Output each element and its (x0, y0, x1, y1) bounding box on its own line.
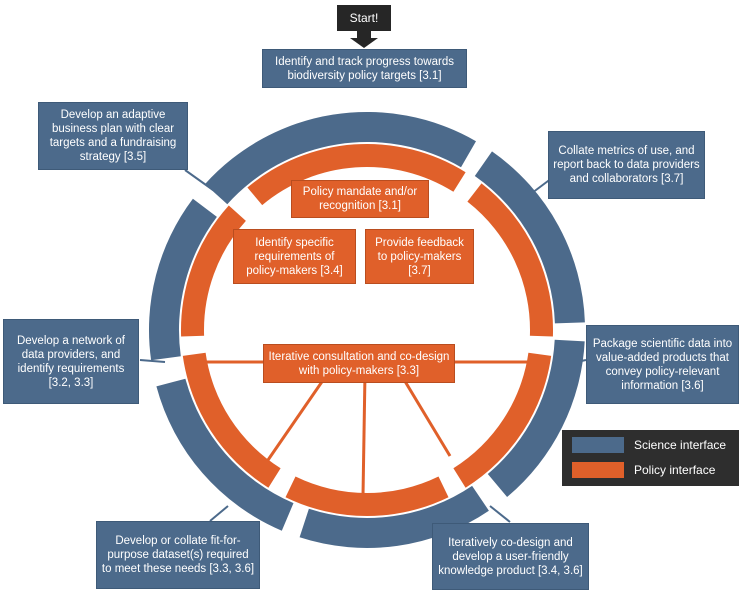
step-policy-mandate-text: Policy mandate and/or recognition [3.1] (302, 186, 418, 212)
legend-science: Science interface (572, 437, 726, 453)
legend-science-label: Science interface (634, 438, 727, 452)
connector-3-4-3-6 (489, 505, 511, 523)
step-track-progress: Identify and track progress towards biod… (262, 49, 467, 88)
step-data-network: Develop a network of data providers, and… (3, 319, 139, 404)
step-collate-metrics-text: Collate metrics of use, and report back … (553, 145, 700, 185)
step-collate-datasets-text: Develop or collate fit-for-purpose datas… (101, 535, 255, 575)
legend: Science interface Policy interface (562, 430, 739, 486)
step-business-plan: Develop an adaptive business plan with c… (38, 102, 188, 170)
science-ring-segment (156, 378, 294, 531)
policy-ring (180, 143, 554, 517)
legend-policy-label: Policy interface (634, 463, 716, 477)
step-identify-requirements: Identify specific requirements of policy… (233, 229, 356, 284)
science-ring-segment (205, 111, 476, 205)
step-provide-feedback-text: Provide feedback to policy-makers [3.7] (375, 236, 464, 277)
policy-ring-segment (182, 352, 281, 488)
start-arrow (350, 31, 378, 48)
spoke-down-mid (361, 372, 367, 497)
spoke-down-right (398, 372, 452, 457)
policy-ring-segment (285, 476, 449, 517)
policy-ring-segment (180, 205, 246, 337)
step-policy-mandate: Policy mandate and/or recognition [3.1] (291, 180, 429, 218)
step-package-data: Package scientific data into value-added… (586, 325, 739, 404)
step-knowledge-product-text: Iteratively co-design and develop a user… (438, 536, 583, 577)
connector-3-3-3-6 (209, 505, 229, 522)
step-identify-requirements-text: Identify specific requirements of policy… (246, 236, 343, 277)
policy-ring-segment (467, 183, 554, 337)
policy-ring-segment (453, 352, 552, 488)
step-consultation: Iterative consultation and co-design wit… (263, 344, 455, 383)
step-collate-datasets: Develop or collate fit-for-purpose datas… (96, 521, 260, 589)
spoke-down-left (266, 372, 330, 461)
legend-policy: Policy interface (572, 462, 715, 478)
science-ring (148, 111, 585, 548)
step-collate-metrics: Collate metrics of use, and report back … (548, 131, 705, 199)
policy-ring-segment (247, 143, 466, 206)
step-provide-feedback: Provide feedback to policy-makers [3.7] (365, 229, 474, 284)
step-package-data-text: Package scientific data into value-added… (592, 337, 733, 392)
step-track-progress-text: Identify and track progress towards biod… (275, 55, 454, 82)
legend-policy-swatch (572, 462, 624, 478)
step-consultation-text: Iterative consultation and co-design wit… (268, 350, 450, 377)
legend-science-swatch (572, 437, 624, 453)
start-label: Start! (337, 5, 391, 31)
science-ring-segment (487, 339, 585, 497)
science-ring-segment (474, 151, 585, 324)
step-business-plan-text: Develop an adaptive business plan with c… (49, 109, 177, 163)
connector-3-2 (139, 359, 166, 363)
step-data-network-text: Develop a network of data providers, and… (16, 334, 126, 389)
spoke-lines (187, 360, 546, 497)
step-knowledge-product: Iteratively co-design and develop a user… (432, 523, 589, 590)
science-ring-segment (148, 198, 217, 361)
